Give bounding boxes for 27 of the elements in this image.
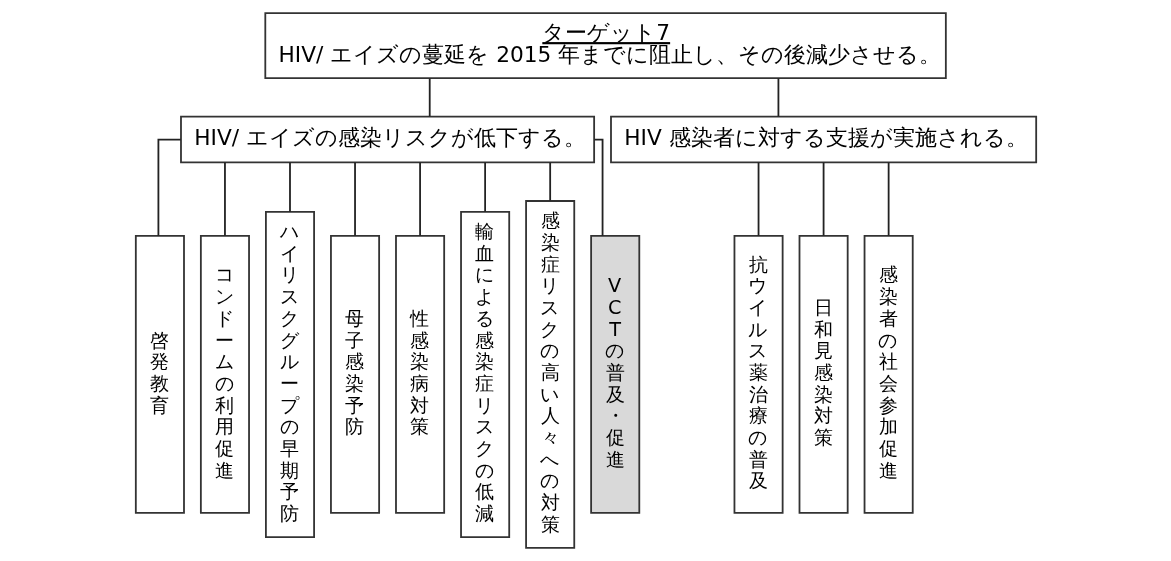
node-box: 抗ウイルス薬治療の普及 xyxy=(733,235,784,514)
connector xyxy=(428,77,431,118)
node-box: HIV/ エイズの感染リスクが低下する。 xyxy=(179,115,595,164)
connector xyxy=(822,161,824,237)
node-box: ハイリスクグループの早期予防 xyxy=(264,210,315,538)
node-box: VCTの普及・促進 xyxy=(589,235,640,514)
node-box: 感染者の社会参加促進 xyxy=(863,235,914,514)
connector xyxy=(288,161,291,213)
node-box: 日和見感染対策 xyxy=(798,235,849,514)
connector xyxy=(418,161,421,237)
node-box: 輸血による感染症リスクの低減 xyxy=(459,210,510,538)
connector xyxy=(157,138,182,237)
connector xyxy=(223,161,226,237)
node-box: ターゲット7 HIV/ エイズの蔓延を 2015 年までに阻止し、その後減少させる。 xyxy=(263,12,947,80)
node-box: 感染症リスクの高い人々への対策 xyxy=(524,200,575,549)
connector xyxy=(548,161,551,202)
node-box: コンドームの利用促進 xyxy=(199,235,250,514)
connector xyxy=(483,161,486,213)
node-box: 母子感染予防 xyxy=(329,235,380,514)
node-box: 啓発教育 xyxy=(134,235,185,514)
node-box: 性感染病対策 xyxy=(394,235,445,514)
connector xyxy=(887,161,890,237)
node-box: HIV 感染者に対する支援が実施される。 xyxy=(609,115,1037,164)
connector xyxy=(353,161,356,237)
connector xyxy=(757,161,759,237)
connector xyxy=(777,77,779,118)
connector xyxy=(593,138,603,237)
